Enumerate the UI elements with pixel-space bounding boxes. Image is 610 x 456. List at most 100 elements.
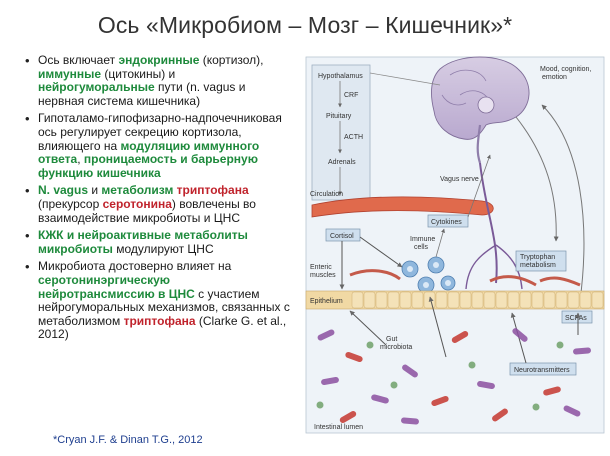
vagus-nerve-label: Vagus nerve: [440, 176, 479, 183]
intestinal-lumen-label: Intestinal lumen: [314, 424, 363, 431]
highlight-term: серотонина: [102, 196, 172, 211]
microbe-coccus: [366, 341, 374, 349]
microbe-coccus: [468, 361, 476, 369]
bullet-fragment: (цитокины) и: [101, 66, 176, 81]
bullet-text: Гипоталамо-гипофизарно-надпочечниковая о…: [38, 111, 282, 180]
gut-label: Gut: [386, 336, 397, 343]
highlight-term: триптофана: [123, 313, 196, 328]
hypothalamus-label: Hypothalamus: [318, 73, 363, 80]
epithelial-cell: [363, 291, 376, 309]
highlight-term: КЖК и нейроактивные метаболиты микробиот…: [38, 228, 248, 256]
bullet-item: Гипоталамо-гипофизарно-надпочечниковая о…: [25, 111, 290, 180]
microbe-rod: [402, 364, 418, 378]
cytokines-to-brain-arrow: [467, 154, 491, 218]
epithelial-cell: [543, 291, 556, 309]
mood-label: Mood, cognition,: [540, 66, 591, 73]
blood-vessel: [311, 196, 494, 218]
epithelial-cell: [399, 291, 412, 309]
neurotransmitters-box: [509, 362, 577, 376]
microbe-rod: [543, 386, 561, 396]
highlight-term: серотонинэргическую нейротрансмиссию в Ц…: [38, 272, 195, 301]
bullet-fragment: ) вовлечены во взаимодействие микробиоты…: [38, 196, 256, 225]
epithelial-cell: [375, 291, 388, 309]
vagus-branch-right: [495, 244, 523, 290]
citation-footnote: *Cryan J.F. & Dinan T.G., 2012: [53, 434, 203, 446]
bullet-fragment: Микробиота достоверно влияет на: [38, 259, 232, 274]
microbe-rod: [317, 329, 335, 341]
circulation-label: Circulation: [310, 191, 343, 198]
brain-icon: [431, 56, 530, 164]
microbe-rod: [401, 417, 419, 425]
tryptophan-box: [515, 250, 567, 272]
bullet-fragment: с участием нейрогуморальных механизмов, …: [38, 286, 290, 328]
epithelial-cell: [591, 291, 604, 309]
bullet-fragment: модулируют ЦНС: [112, 241, 214, 256]
bullet-fragment: и: [88, 183, 102, 198]
hpa-column: [311, 64, 371, 201]
epithelial-cell: [519, 291, 532, 309]
microbe-coccus: [556, 341, 564, 349]
bullet-fragment: Гипоталамо-гипофизарно-надпочечниковая о…: [38, 111, 282, 153]
epithelial-cell: [447, 291, 460, 309]
tryptophan-metabolism-label: metabolism: [520, 262, 556, 269]
slide-title: Ось «Микробиом – Мозг – Кишечник»*: [97, 12, 513, 38]
epithelial-cell: [483, 291, 496, 309]
epithelial-cell: [411, 291, 424, 309]
microbe-rod: [451, 331, 469, 343]
epithelial-cell: [567, 291, 580, 309]
gut-brain-axis-diagram: Mood, cognition, emotion Hypothalamus CR…: [305, 56, 605, 434]
microbiota-to-epithelium-arrow: [349, 310, 387, 346]
cytokines-label: Cytokines: [431, 219, 462, 226]
highlight-term: нейрогуморальные: [38, 80, 155, 95]
microbe-rod: [512, 328, 528, 342]
epithelial-cell: [459, 291, 472, 309]
microbe-rod: [339, 411, 357, 423]
vagus-nerve: [479, 162, 498, 284]
brain-output-arrow: [515, 116, 559, 242]
microbe-coccus: [390, 381, 398, 389]
immune-cells: [401, 256, 456, 294]
highlight-term: метаболизм: [101, 183, 174, 198]
epithelial-cell: [351, 291, 364, 309]
bullet-item: N. vagus и метаболизм триптофана (прекур…: [25, 183, 290, 225]
immune-to-cytokines-arrow: [435, 228, 445, 258]
highlight-term: N. vagus: [38, 183, 89, 198]
highlight-term: модуляцию иммунного ответа: [38, 138, 260, 167]
bullet-fragment: (кортизол),: [199, 53, 264, 67]
gut-microbiota-label: microbiota: [380, 344, 412, 351]
microbe-rod: [573, 347, 591, 355]
enteric-muscles-label: muscles: [310, 272, 336, 279]
epithelial-cell: [435, 291, 448, 309]
bullet-list: Ось включает эндокринные (кортизол), имм…: [25, 53, 290, 346]
epithelial-cells: [351, 291, 604, 309]
bullet-fragment: ,: [77, 152, 84, 167]
highlight-term: проницаемость и барьерную функцию кишечн…: [38, 152, 258, 180]
bullet-fragment: (прекурсор: [38, 196, 103, 211]
epithelial-cell: [531, 291, 544, 309]
tryptophan-label: Tryptophan: [520, 254, 555, 261]
pituitary-label: Pituitary: [326, 113, 352, 120]
microbe-coccus: [532, 403, 540, 411]
immune-label: Immune: [410, 236, 435, 243]
microbe-rod: [477, 380, 495, 390]
bullet-text: N. vagus и метаболизм триптофана (прекур…: [38, 183, 256, 225]
microbe-rod: [321, 376, 339, 386]
bullet-text: Ось включает эндокринные (кортизол), имм…: [38, 53, 264, 108]
emotion-label: emotion: [542, 74, 567, 81]
bullet-text: КЖК и нейроактивные метаболиты микробиот…: [38, 228, 248, 256]
vagus-branch-left: [465, 244, 497, 290]
bullet-fragment: пути (n. vagus и нервная система кишечни…: [38, 80, 246, 108]
cortisol-to-immune-arrow: [359, 236, 403, 268]
bullet-fragment: (Clarke G. et al., 2012): [38, 313, 287, 342]
bullet-item: Ось включает эндокринные (кортизол), имм…: [25, 53, 290, 108]
microbe-rod: [345, 351, 363, 363]
highlight-term: эндокринные: [118, 53, 200, 67]
microbe-rod: [431, 395, 449, 407]
epithelial-cell: [555, 291, 568, 309]
microbe-coccus: [316, 401, 324, 409]
acth-label: ACTH: [344, 134, 363, 141]
microbe-rod: [563, 405, 581, 417]
epithelial-cell: [471, 291, 484, 309]
immune-cells-label: cells: [414, 244, 429, 251]
epithelial-cell: [507, 291, 520, 309]
